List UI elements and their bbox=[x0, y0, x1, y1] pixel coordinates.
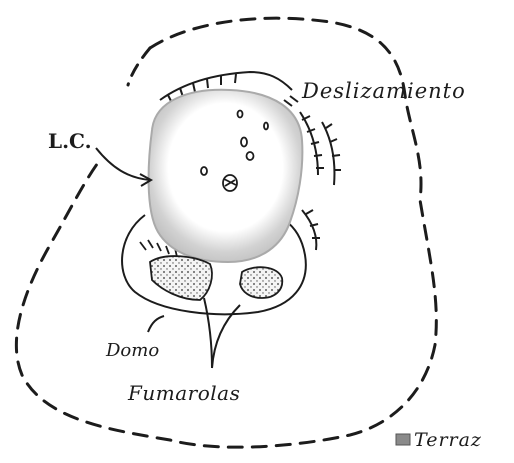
label-domo: Domo bbox=[105, 340, 159, 361]
landslide-scarp-hachures bbox=[300, 112, 341, 250]
deslizamiento-marker bbox=[284, 96, 298, 106]
domo-leader bbox=[148, 316, 164, 332]
terraza-legend-swatch bbox=[396, 434, 410, 445]
label-lc: L.C. bbox=[48, 129, 92, 153]
outer-dashed-boundary-top bbox=[128, 48, 150, 85]
fumarole-patch-left bbox=[150, 256, 212, 300]
label-deslizamiento: Deslizamiento bbox=[301, 79, 466, 103]
label-terraza: Terraz bbox=[414, 429, 482, 451]
label-fumarolas: Fumarolas bbox=[127, 381, 240, 405]
fumarolas-leaders bbox=[204, 298, 240, 368]
fumarole-patch-right bbox=[240, 267, 282, 298]
lc-arrow bbox=[96, 148, 151, 186]
